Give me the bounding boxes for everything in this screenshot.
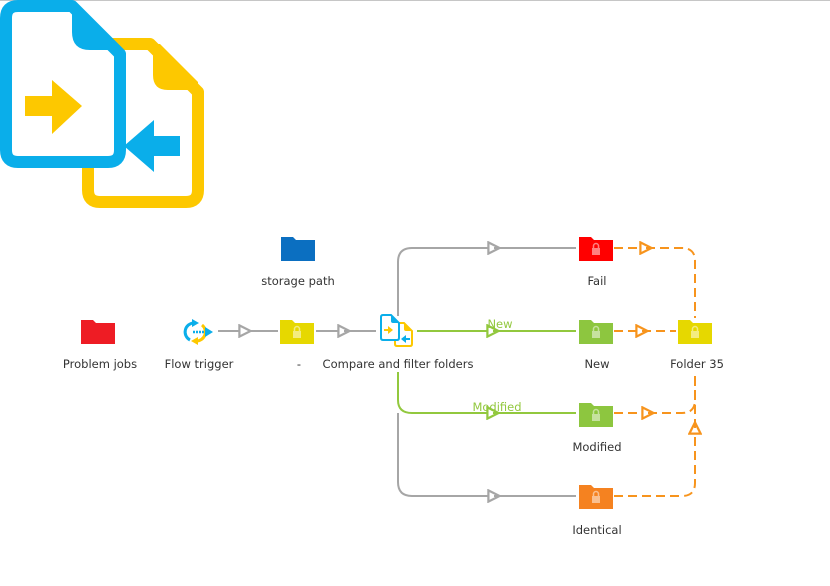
- connection-identical-to-folder35[interactable]: [614, 428, 695, 497]
- locked-folder-icon: [579, 485, 613, 509]
- flow-trigger-icon: [183, 319, 213, 345]
- connection-segment: [648, 372, 696, 414]
- node-label: New: [584, 357, 610, 371]
- connection-compare-to-modified[interactable]: [397, 372, 493, 413]
- node-label: Identical: [572, 523, 622, 537]
- connection-compare-to-fail[interactable]: [397, 248, 494, 316]
- node-label: Folder 35: [670, 357, 724, 371]
- node-label: Problem jobs: [62, 357, 138, 371]
- node-label: Flow trigger: [164, 357, 234, 371]
- connection-compare-to-identical[interactable]: [397, 413, 494, 496]
- node-label: Fail: [587, 274, 607, 288]
- locked-folder-icon: [280, 320, 314, 344]
- node-label: Modified: [572, 440, 622, 454]
- folder-icon: [281, 237, 315, 261]
- node-label: -: [296, 357, 302, 371]
- compare-files-icon: [380, 314, 413, 347]
- connection-label-modified: Modified: [472, 400, 522, 414]
- node-label: Compare and filter folders: [322, 357, 474, 371]
- locked-folder-icon: [579, 237, 613, 261]
- folder-icon: [81, 320, 115, 344]
- locked-folder-icon: [579, 320, 613, 344]
- connection-segment: [646, 247, 696, 318]
- connection-label-new: New: [487, 317, 513, 331]
- locked-folder-icon: [678, 320, 712, 344]
- top-border: [0, 0, 830, 1]
- locked-folder-icon: [579, 403, 613, 427]
- compare-files-icon: [0, 0, 204, 208]
- node-label: storage path: [261, 274, 335, 288]
